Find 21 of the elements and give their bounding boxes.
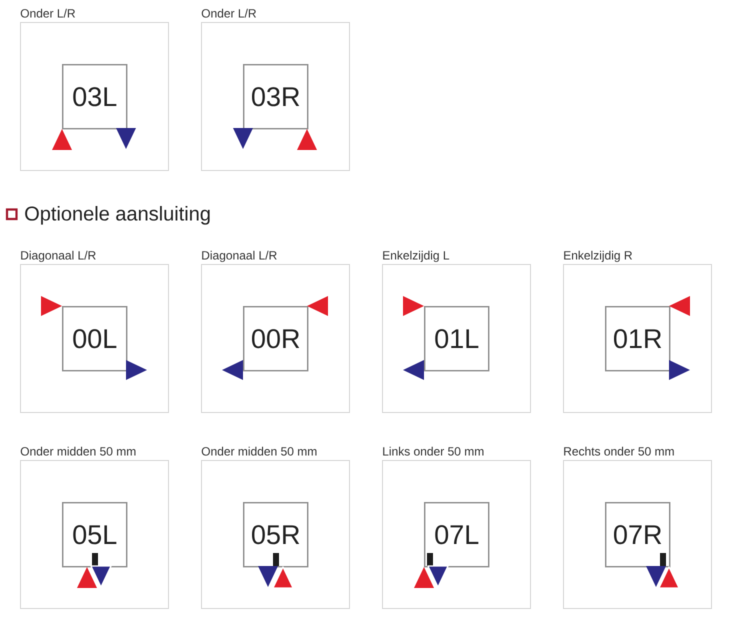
card-heading: Diagonaal L/R	[21, 250, 96, 262]
code-box: 00R	[243, 306, 308, 372]
code-box: 01L	[424, 306, 490, 372]
card-heading: Onder midden 50 mm	[202, 446, 316, 456]
card-heading: Onder L/R	[202, 8, 256, 18]
card-heading: Onder L/R	[20, 8, 75, 18]
code-box: 01R	[605, 306, 670, 372]
code-box: 07R	[605, 502, 670, 568]
code-box: 07L	[424, 502, 490, 568]
card-heading: Diagonaal L/R	[202, 250, 277, 262]
card-heading: Rechts onder 50 mm	[564, 446, 674, 456]
code-box: 03L	[62, 64, 128, 130]
code-box: 05L	[62, 502, 128, 568]
card-heading: Enkelzijdig L	[383, 250, 450, 262]
card-heading: Links onder 50 mm	[383, 446, 484, 456]
code-box: 03R	[243, 64, 308, 130]
code-box: 05R	[243, 502, 308, 568]
section-heading: Optionele aansluiting	[25, 206, 210, 225]
card-heading: Onder midden 50 mm	[20, 446, 136, 456]
card-heading: Enkelzijdig R	[564, 250, 632, 262]
code-box: 00L	[62, 306, 128, 372]
